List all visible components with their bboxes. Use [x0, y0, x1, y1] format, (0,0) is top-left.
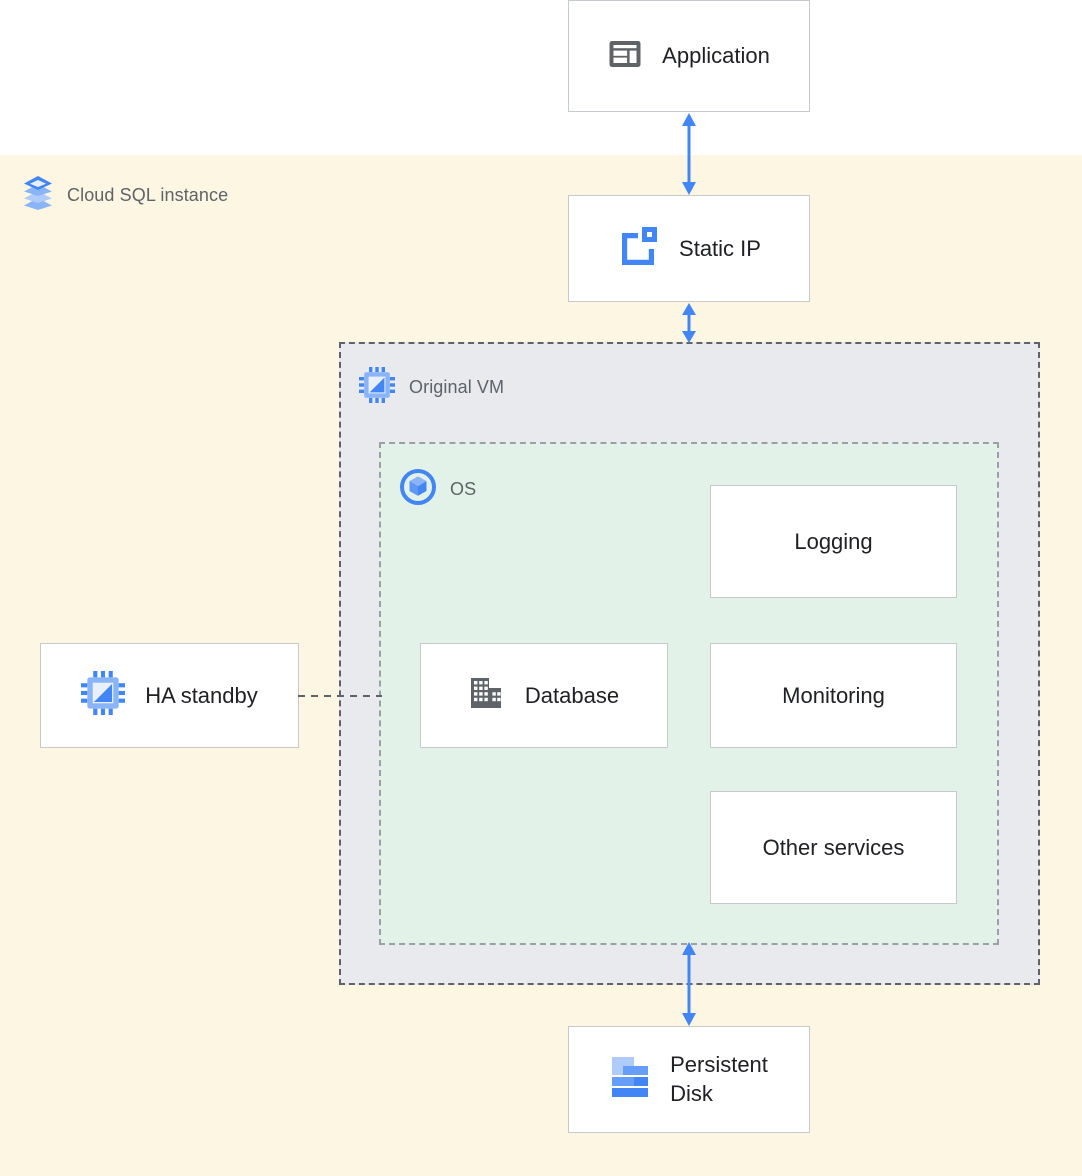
os-label-group: OS	[400, 469, 476, 510]
persistent-disk-label-line1: Persistent	[670, 1051, 768, 1077]
node-monitoring-label: Monitoring	[782, 682, 885, 708]
node-application[interactable]: Application	[568, 0, 810, 112]
connector-static-ip-to-original-vm	[662, 302, 716, 344]
original-vm-label-group: Original VM	[359, 367, 504, 408]
cloud-sql-instance-label: Cloud SQL instance	[67, 185, 229, 205]
vm-chip-icon	[81, 671, 126, 720]
cloud-sql-icon	[22, 176, 54, 215]
node-static-ip-label: Static IP	[679, 235, 761, 261]
cloud-sql-instance-label-group: Cloud SQL instance	[22, 176, 228, 215]
node-other-services-label: Other services	[762, 834, 905, 860]
connector-os-to-persistent-disk	[662, 941, 716, 1027]
database-building-icon	[469, 676, 505, 715]
node-logging[interactable]: Logging	[710, 485, 957, 598]
persistent-disk-label-line2: Disk	[670, 1080, 713, 1106]
os-label: OS	[450, 479, 477, 499]
node-monitoring[interactable]: Monitoring	[710, 643, 957, 748]
connector-ha-standby-to-os	[298, 685, 382, 707]
node-ha-standby-label: HA standby	[145, 682, 258, 708]
node-database[interactable]: Database	[420, 643, 668, 748]
node-other-services[interactable]: Other services	[710, 791, 957, 904]
connector-application-to-static-ip	[662, 112, 716, 196]
original-vm-label: Original VM	[409, 377, 505, 397]
static-ip-icon	[617, 226, 659, 271]
node-application-label: Application	[662, 43, 770, 69]
node-static-ip[interactable]: Static IP	[568, 195, 810, 302]
node-ha-standby[interactable]: HA standby	[40, 643, 299, 748]
vm-chip-icon	[359, 367, 395, 408]
application-window-icon	[608, 37, 642, 76]
persistent-disk-icon	[610, 1055, 650, 1104]
node-logging-label: Logging	[794, 528, 873, 554]
os-disc-icon	[400, 469, 436, 510]
node-database-label: Database	[524, 682, 620, 708]
